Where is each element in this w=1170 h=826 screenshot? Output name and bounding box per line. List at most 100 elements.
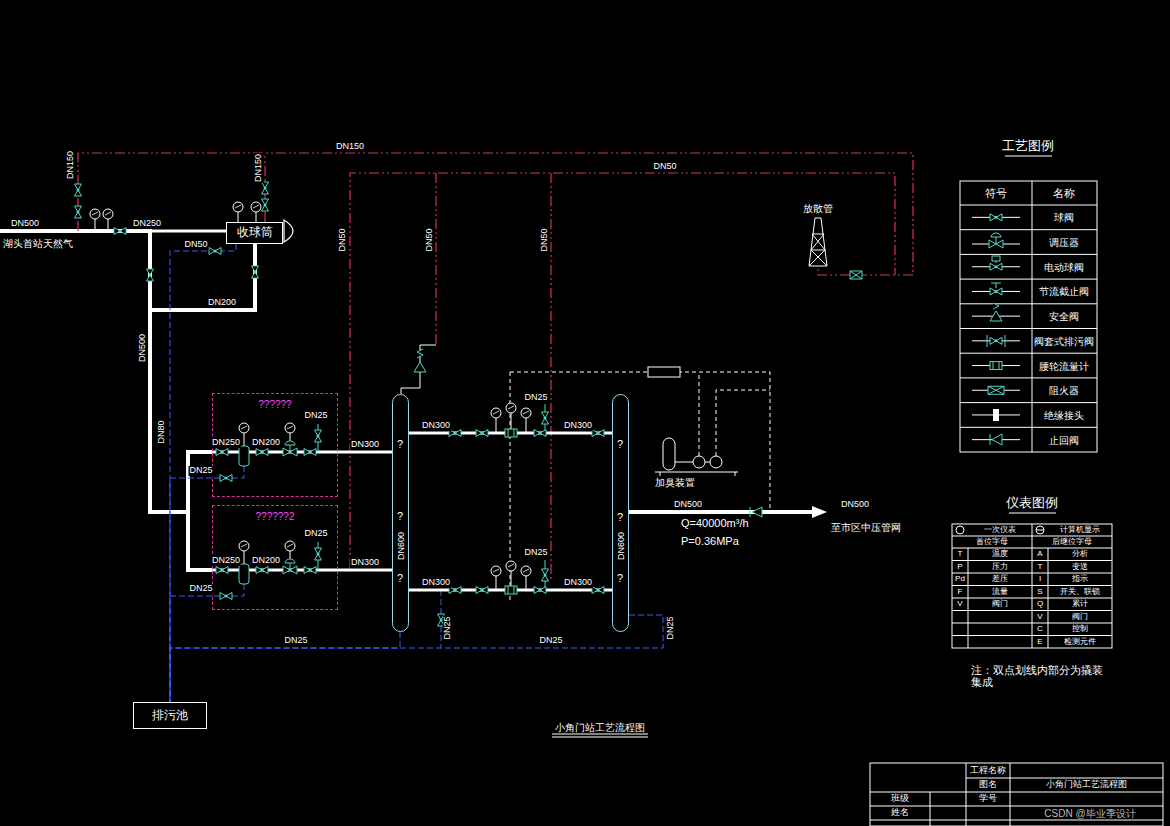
legend-symbol <box>996 261 997 263</box>
legend-entry: 绝缘接头 <box>1043 409 1085 420</box>
annotation: Q=40000m³/h <box>680 517 750 529</box>
vent-line <box>350 173 895 568</box>
odorant-meter <box>648 367 680 377</box>
gas-pipe <box>629 510 812 514</box>
legend-symbol <box>972 217 1020 439</box>
legend-entry: 安全阀 <box>1048 311 1080 322</box>
pressure-regulator <box>283 441 297 456</box>
annotation: 至市区中压管网 <box>830 522 902 533</box>
ball-valve <box>75 184 82 196</box>
legend-text: 腰轮流量计 <box>1039 360 1089 371</box>
ball-valve <box>262 199 269 211</box>
legend-symbol <box>988 386 1004 394</box>
drain-line <box>212 466 441 648</box>
pressure-gauge <box>239 541 249 551</box>
annotation: 阀门 <box>1071 612 1089 621</box>
ball-valve <box>476 587 488 594</box>
legend-entry: 阻火器 <box>1048 385 1080 396</box>
annotation: DN25 <box>523 393 548 403</box>
ball-valve <box>534 587 546 594</box>
pressure-gauge <box>285 423 295 433</box>
safety-valve <box>414 349 426 372</box>
annotation: DN150 <box>66 150 76 180</box>
ball-valve <box>542 412 549 424</box>
annotation: 姓名 <box>890 808 910 818</box>
instrument-line <box>95 212 526 590</box>
node-text: ??????2 <box>256 511 295 523</box>
annotation: ? <box>616 438 624 450</box>
annotation: DN200 <box>251 556 281 566</box>
legend-symbol <box>990 362 1002 370</box>
legend-text: 阀套式排污阀 <box>1034 335 1094 346</box>
annotation: DN25 <box>188 584 213 594</box>
receiver-dome <box>284 220 293 242</box>
annotation: 工艺图例 <box>1001 139 1055 153</box>
title-block <box>870 763 1163 826</box>
annotation: DN300 <box>563 578 593 588</box>
annotation: DN200 <box>207 298 237 308</box>
annotation: DN25 <box>538 636 563 646</box>
pressure-regulator <box>283 441 297 574</box>
ball-valve <box>209 248 221 255</box>
annotation: 加臭装置 <box>654 477 696 488</box>
node-text: 收球筒 <box>237 226 273 240</box>
annotation: 开关、联锁 <box>1059 587 1101 596</box>
pipe-size-label: DN300 <box>421 421 451 431</box>
annotation: ? <box>396 572 404 584</box>
legend-symbol <box>989 233 1003 248</box>
gas-pipe <box>0 229 150 233</box>
drain-line <box>170 244 236 702</box>
annotation: DN50 <box>183 240 208 250</box>
legend-symbol <box>990 288 1002 295</box>
legend-table <box>1005 156 1052 157</box>
pressure-gauge <box>103 209 113 219</box>
instrument-table <box>968 524 1048 648</box>
check-valve <box>750 507 762 517</box>
gas-pipe <box>212 569 338 572</box>
odorant-line <box>510 372 770 600</box>
annotation: E <box>1036 637 1043 646</box>
legend-text: 阻火器 <box>1049 385 1079 396</box>
annotation: V <box>956 600 963 609</box>
vent-line <box>78 153 913 275</box>
annotation: T <box>957 550 964 559</box>
annotation: P=0.36MPa <box>680 535 740 547</box>
filter <box>239 446 249 466</box>
annotation: 放散管 <box>802 203 834 214</box>
legend-text: 绝缘接头 <box>1044 409 1084 420</box>
legend-entry: 电动球阀 <box>1043 261 1085 272</box>
annotation: 计算机显示 <box>1059 526 1101 535</box>
drain-line <box>170 632 400 702</box>
drain-line <box>170 615 663 702</box>
annotation: CSDN @毕业季设计 <box>1043 808 1136 819</box>
annotation: 一次仪表 <box>983 526 1017 535</box>
annotation: DN250 <box>132 219 162 229</box>
annotation: ? <box>396 510 404 522</box>
annotation: 小角门站工艺流程图 <box>1045 780 1128 790</box>
pressure-gauge <box>521 566 531 576</box>
annotation: P <box>956 562 963 571</box>
annotation: ? <box>396 438 404 450</box>
annotation: 阀门 <box>991 600 1009 609</box>
legend-entry: 止回阀 <box>1048 434 1080 445</box>
flow-arrow <box>812 506 827 518</box>
pipe-size-label: DN300 <box>350 440 380 450</box>
vent-line <box>818 266 850 275</box>
pressure-gauge <box>521 408 531 418</box>
pressure-gauge <box>506 403 516 413</box>
ball-valve <box>534 430 546 437</box>
pressure-regulator <box>283 559 297 574</box>
annotation: Q <box>1036 600 1044 609</box>
annotation: 流量 <box>991 587 1009 596</box>
legend-entry: 调压器 <box>1048 237 1080 248</box>
annotation: ? <box>616 511 624 523</box>
annotation: 变送 <box>1071 562 1089 571</box>
annotation: 湖头首站天然气 <box>2 238 74 249</box>
legend-text: 安全阀 <box>1049 311 1079 322</box>
annotation: 差压 <box>991 575 1009 584</box>
pipe-size-label: DN300 <box>350 558 380 568</box>
annotation: 检测元件 <box>1063 637 1097 646</box>
ball-valve <box>304 449 316 456</box>
annotation: DN25 <box>303 529 328 539</box>
instrument-line <box>496 413 526 590</box>
